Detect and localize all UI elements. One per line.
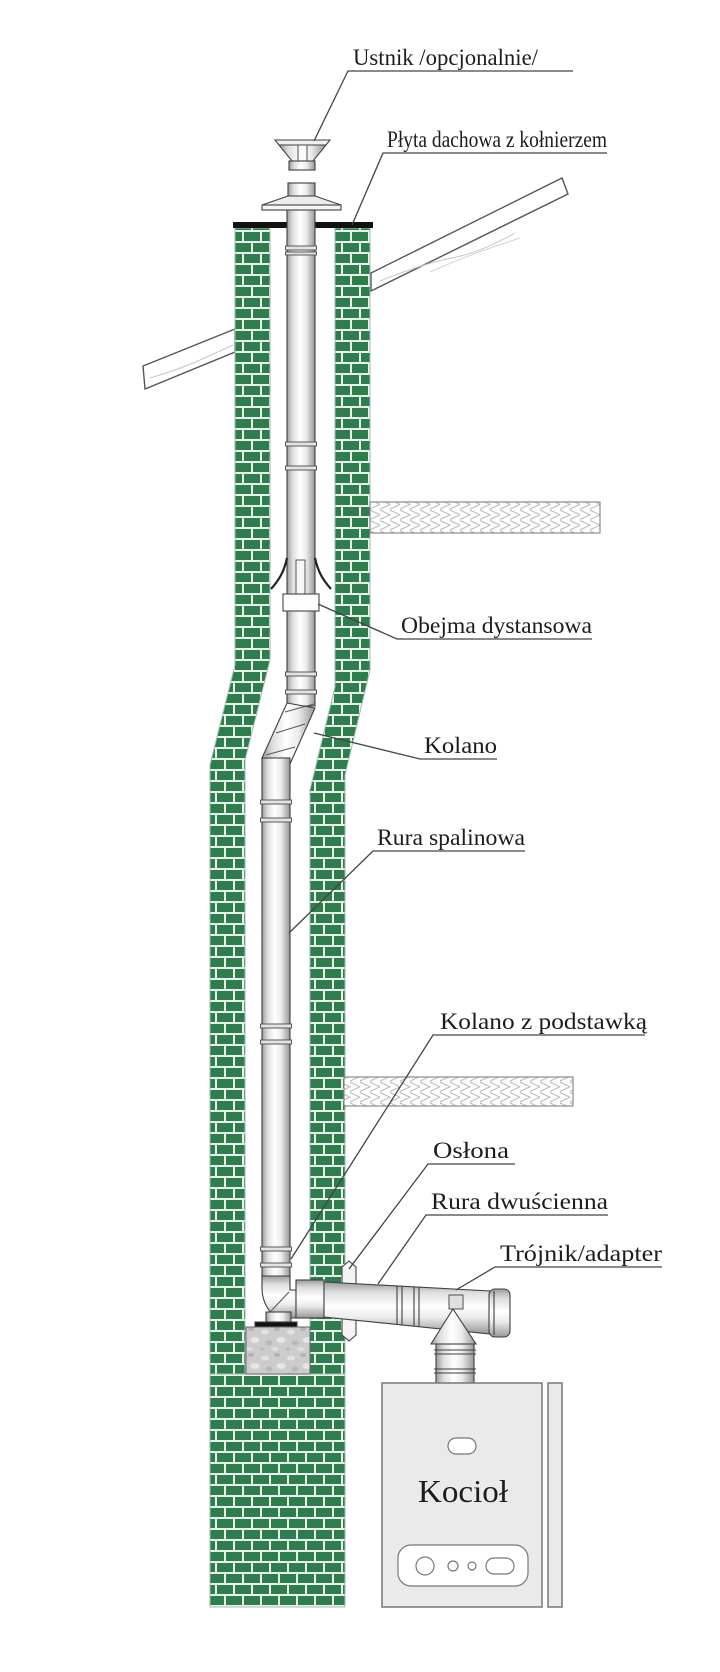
label-kolano: Kolano — [313, 732, 497, 760]
boiler-label: Kocioł — [418, 1473, 508, 1509]
boiler-vent — [447, 1437, 477, 1455]
clamp-rod — [295, 559, 306, 595]
distance-clamp — [270, 557, 332, 612]
tee-end-cap — [488, 1288, 511, 1338]
svg-text:Rura spalinowa: Rura spalinowa — [377, 825, 525, 850]
clamp-body — [282, 593, 320, 612]
leader-line — [290, 1034, 645, 1260]
leader-line — [348, 1163, 515, 1270]
wood-grain — [149, 344, 234, 379]
leader-line — [313, 70, 573, 142]
wood-grain — [379, 232, 516, 282]
svg-text:Kolano: Kolano — [424, 733, 497, 758]
pipe-sleeve — [295, 1279, 325, 1319]
roof-collar — [261, 182, 342, 211]
floor-slab-lower — [343, 1076, 574, 1107]
boiler-knob-small-2 — [467, 1561, 477, 1571]
elbow-with-base — [254, 1275, 298, 1328]
label-rura-spalinowa: Rura spalinowa — [288, 825, 525, 934]
callouts: Ustnik /opcjonalnie/ Płyta dachowa z koł… — [288, 45, 662, 1291]
boiler-connector-pipe — [435, 1343, 475, 1385]
concrete-base — [245, 1326, 311, 1375]
base-plate — [254, 1321, 298, 1328]
leader-line — [351, 152, 607, 226]
leader-line — [317, 603, 592, 640]
svg-text:Trójnik/adapter: Trójnik/adapter — [500, 1241, 662, 1266]
leader-line — [455, 1266, 662, 1291]
boiler-knob-large — [415, 1556, 435, 1576]
label-trojnik-adapter: Trójnik/adapter — [455, 1241, 662, 1291]
label-ustnik: Ustnik /opcjonalnie/ — [313, 45, 573, 142]
roof-plank-left — [142, 327, 236, 391]
boiler: Kocioł — [381, 1382, 563, 1608]
floor-slab-upper — [369, 501, 601, 534]
label-kolano-z-podstawka: Kolano z podstawką — [290, 1009, 648, 1260]
leader-line — [377, 1214, 608, 1285]
base-stub — [265, 1311, 292, 1323]
label-obejma: Obejma dystansowa — [317, 603, 592, 640]
boiler-side-strip — [547, 1382, 563, 1608]
label-oslona: Osłona — [348, 1138, 515, 1270]
brick-base — [209, 1373, 346, 1608]
tee-adapter — [430, 1288, 511, 1385]
leader-line — [288, 850, 525, 934]
roof-plank-right — [370, 177, 569, 293]
svg-text:Rura dwuścienna: Rura dwuścienna — [431, 1189, 608, 1214]
svg-text:Obejma dystansowa: Obejma dystansowa — [401, 613, 592, 638]
label-rura-dwuscienna: Rura dwuścienna — [377, 1189, 608, 1285]
leader-line — [313, 732, 497, 760]
flue-pipe — [260, 205, 317, 1287]
boiler-display — [485, 1557, 515, 1575]
pipe-joint-rings — [260, 245, 317, 1268]
boiler-knob-small-1 — [447, 1560, 459, 1572]
svg-text:Kolano z podstawką: Kolano z podstawką — [440, 1009, 648, 1034]
svg-text:Ustnik /opcjonalnie/: Ustnik /opcjonalnie/ — [353, 45, 539, 70]
svg-text:Płyta dachowa z kołnierzem: Płyta dachowa z kołnierzem — [387, 127, 607, 152]
svg-text:Osłona: Osłona — [433, 1138, 509, 1163]
label-plyta-dachowa: Płyta dachowa z kołnierzem — [351, 127, 607, 226]
mouthpiece — [273, 139, 332, 171]
boiler-control-panel — [397, 1544, 529, 1587]
